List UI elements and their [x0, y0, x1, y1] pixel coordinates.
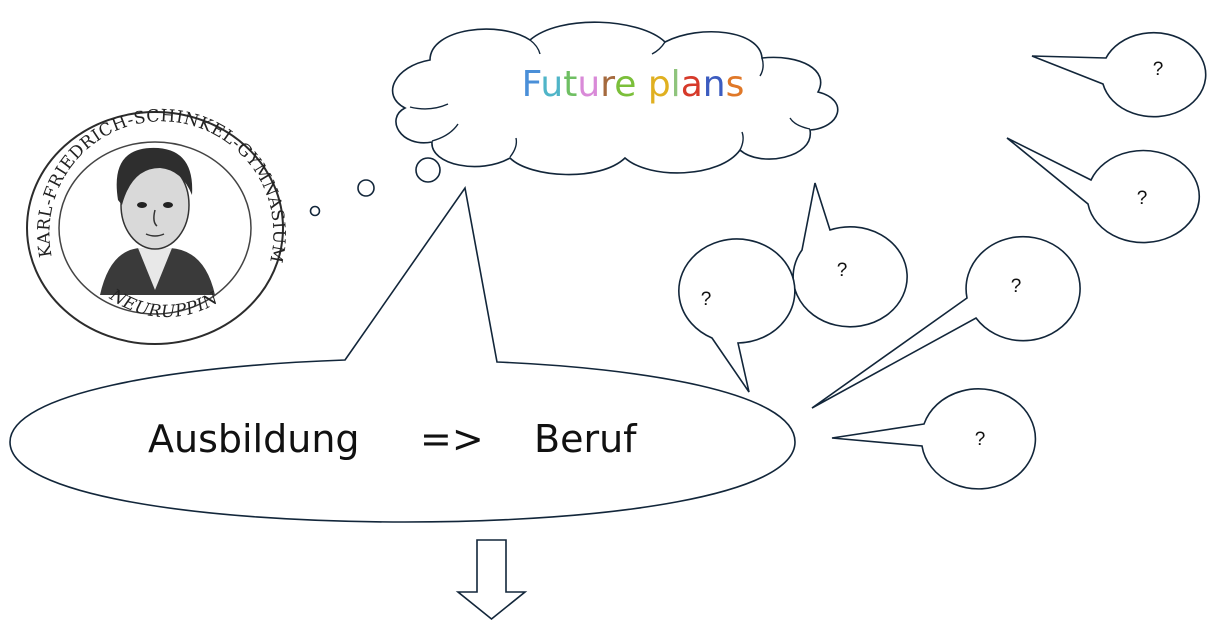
question-mark-2: ?: [1137, 188, 1148, 209]
cloud-title-letter: r: [600, 64, 615, 105]
cloud-title-letter: l: [671, 64, 681, 105]
question-bubble-3: ?: [792, 182, 908, 328]
question-mark-6: ?: [975, 429, 986, 450]
question-mark-1: ?: [1153, 59, 1164, 80]
cloud-title-letter: [636, 64, 647, 105]
question-bubble-1: ?: [1031, 31, 1207, 118]
cloud-title: Future plans: [522, 64, 745, 105]
question-bubble-6: ?: [831, 388, 1037, 490]
main-left-text: Ausbildung: [148, 417, 360, 461]
cloud-title-letter: p: [648, 64, 671, 105]
question-mark-5: ?: [1011, 276, 1022, 297]
question-bubble-2: ?: [1006, 137, 1201, 244]
cloud-title-letter: n: [703, 64, 726, 105]
cloud-title-letter: e: [614, 64, 636, 105]
school-seal-logo: KARL-FRIEDRICH-SCHINKEL-GYMNASIUM NEURUP…: [26, 106, 288, 345]
cloud-title-letter: s: [726, 64, 745, 105]
question-mark-4: ?: [701, 289, 712, 310]
portrait-icon: [100, 147, 215, 295]
down-arrow-icon: [455, 539, 528, 621]
question-mark-3: ?: [837, 260, 848, 281]
cloud-title-letter: u: [540, 64, 563, 105]
cloud-title-letter: u: [577, 64, 600, 105]
future-plans-cloud: Future plans: [391, 21, 839, 176]
main-speech-bubble: Ausbildung => Beruf: [9, 185, 796, 523]
cloud-title-letter: a: [681, 64, 703, 105]
question-bubble-4: ?: [678, 238, 796, 393]
thought-trail: [309, 157, 441, 217]
main-arrow-text: =>: [420, 417, 484, 461]
cloud-title-letter: F: [522, 64, 541, 105]
cloud-title-letter: t: [563, 64, 577, 105]
main-right-text: Beruf: [534, 417, 638, 461]
question-bubble-5: ?: [811, 235, 1081, 409]
